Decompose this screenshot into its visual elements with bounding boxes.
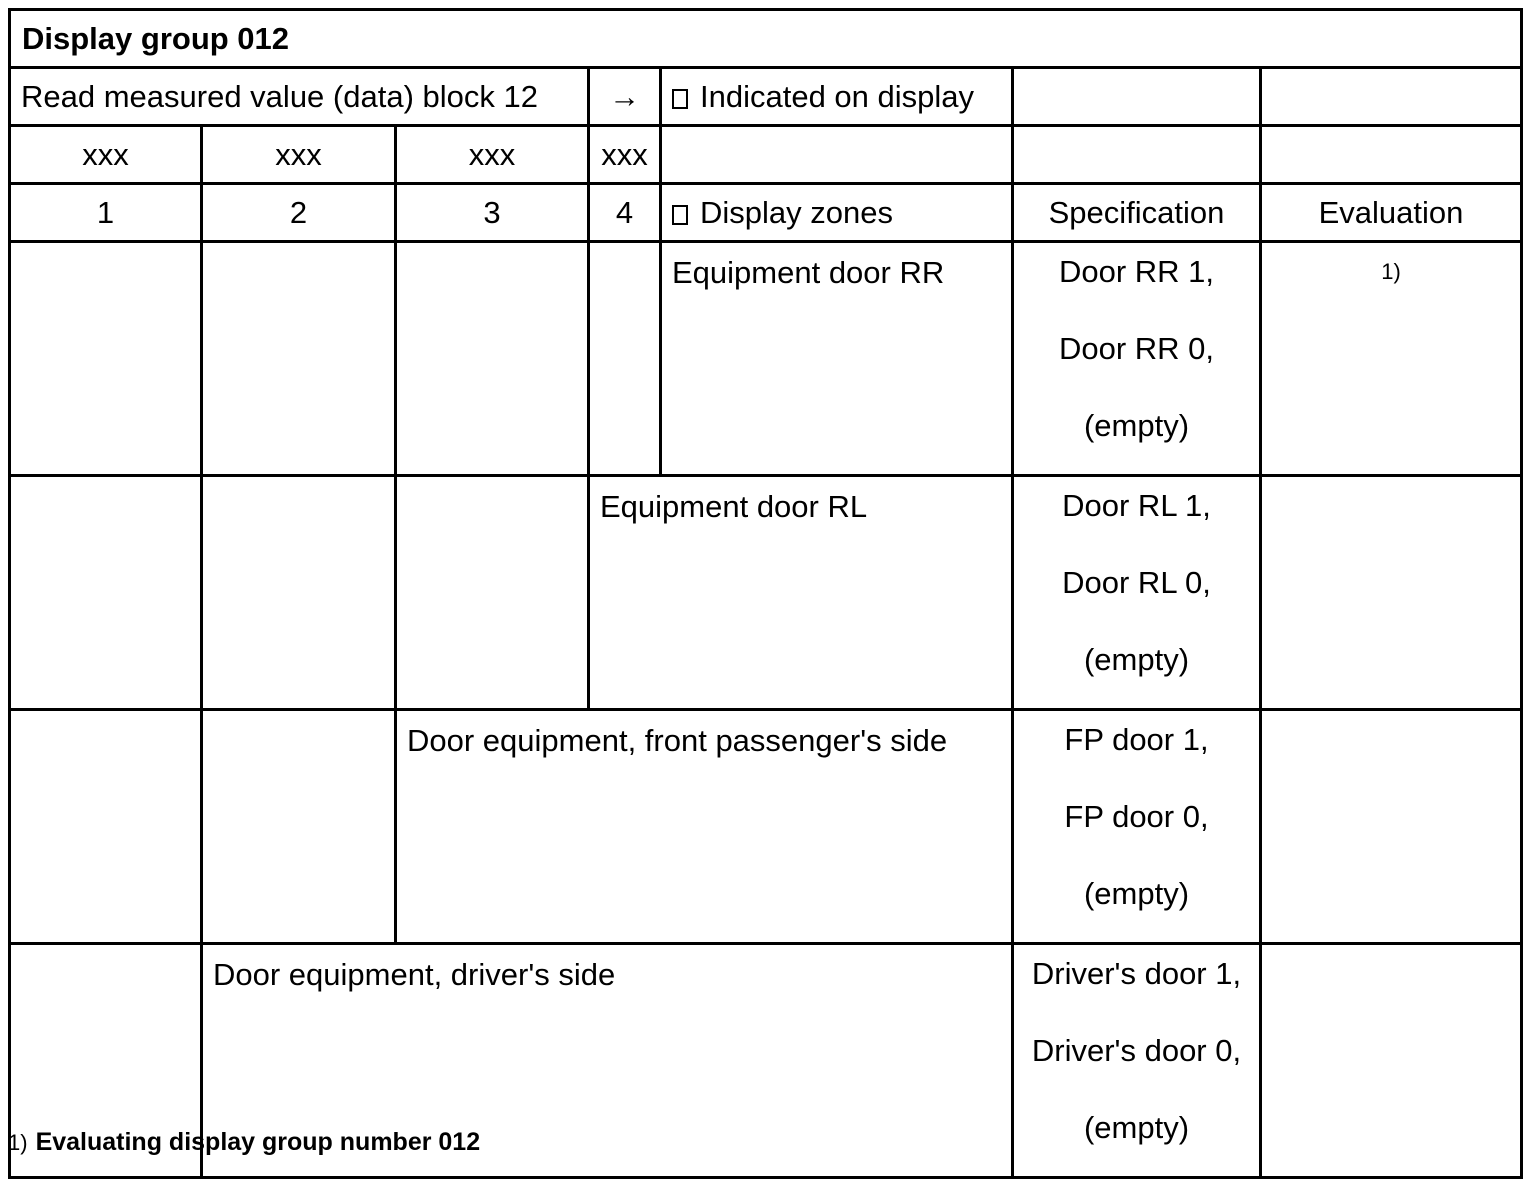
- empty-cell: [200, 708, 397, 945]
- empty-cell: [8, 240, 203, 477]
- empty-cell: [659, 124, 1014, 185]
- spec-line: (empty): [1083, 876, 1190, 911]
- spec-cell: Door RR 1, Door RR 0, (empty): [1011, 240, 1262, 477]
- read-block-label: Read measured value (data) block 12: [8, 66, 590, 127]
- column-number-1: 1: [8, 182, 203, 243]
- empty-cell: [1011, 124, 1262, 185]
- spec-line: Door RL 0,: [1062, 565, 1211, 600]
- spec-line: (empty): [1083, 642, 1190, 677]
- zone-cell: Door equipment, front passenger's side: [394, 708, 1014, 945]
- column-number-2: 2: [200, 182, 397, 243]
- zone-label: Door equipment, driver's side: [213, 957, 616, 992]
- display-zones-label: Display zones: [700, 194, 893, 230]
- table-row: Door equipment, front passenger's side F…: [8, 708, 1524, 945]
- placeholder-2: xxx: [200, 124, 397, 185]
- empty-cell: [394, 474, 590, 711]
- display-group-table: Display group 012 Read measured value (d…: [7, 8, 1524, 1179]
- placeholder-3: xxx: [394, 124, 590, 185]
- eval-cell: [1258, 474, 1524, 711]
- spec-line: (empty): [1083, 1110, 1190, 1145]
- spec-cell: Driver's door 1, Driver's door 0, (empty…: [1011, 942, 1262, 1179]
- spec-line: Door RL 1,: [1062, 488, 1211, 523]
- column-number-3: 3: [394, 182, 590, 243]
- spec-line: (empty): [1083, 408, 1190, 443]
- empty-cell: [587, 240, 662, 477]
- spec-line: Driver's door 1,: [1031, 956, 1242, 991]
- column-number-4: 4: [587, 182, 662, 243]
- footnote: 1) Evaluating display group number 012: [8, 1128, 480, 1157]
- placeholder-4: xxx: [587, 124, 662, 185]
- display-zones-header: Display zones: [659, 182, 1014, 243]
- placeholder-1: xxx: [8, 124, 203, 185]
- spec-line: FP door 1,: [1064, 722, 1209, 757]
- empty-cell: [200, 474, 397, 711]
- indicated-on-display-cell: Indicated on display: [659, 66, 1014, 127]
- spec-line: Driver's door 0,: [1031, 1033, 1242, 1068]
- eval-cell: 1): [1258, 240, 1524, 477]
- empty-cell: [394, 240, 590, 477]
- indicated-on-display-label: Indicated on display: [700, 78, 975, 114]
- specification-header: Specification: [1011, 182, 1262, 243]
- eval-cell: [1258, 942, 1524, 1179]
- table-row: Equipment door RR Door RR 1, Door RR 0, …: [8, 240, 1524, 477]
- zone-label: Equipment door RR: [672, 255, 945, 290]
- empty-cell: [8, 708, 203, 945]
- zone-label: Equipment door RL: [600, 489, 868, 524]
- spec-cell: Door RL 1, Door RL 0, (empty): [1011, 474, 1262, 711]
- empty-cell: [8, 474, 203, 711]
- zone-cell: Equipment door RL: [587, 474, 1014, 711]
- eval-cell: [1258, 708, 1524, 945]
- zone-label: Door equipment, front passenger's side: [407, 723, 948, 758]
- empty-cell: [8, 942, 203, 1179]
- table-row: Equipment door RL Door RL 1, Door RL 0, …: [8, 474, 1524, 711]
- empty-cell: [200, 240, 397, 477]
- arrow-icon: →: [587, 66, 662, 127]
- spec-cell: FP door 1, FP door 0, (empty): [1011, 708, 1262, 945]
- checkbox-icon: [672, 88, 688, 109]
- spec-line: FP door 0,: [1064, 799, 1209, 834]
- evaluation-header: Evaluation: [1258, 182, 1524, 243]
- footnote-mark: 1): [8, 1130, 28, 1155]
- checkbox-icon: [672, 204, 688, 225]
- footnote-text: Evaluating display group number 012: [35, 1128, 481, 1156]
- page-title: Display group 012: [7, 8, 1524, 69]
- zone-cell: Equipment door RR: [659, 240, 1014, 477]
- empty-cell: [1258, 66, 1524, 127]
- spec-line: Door RR 1,: [1058, 254, 1215, 289]
- footnote-reference: 1): [1381, 259, 1401, 284]
- spec-line: Door RR 0,: [1058, 331, 1215, 366]
- empty-cell: [1011, 66, 1262, 127]
- empty-cell: [1258, 124, 1524, 185]
